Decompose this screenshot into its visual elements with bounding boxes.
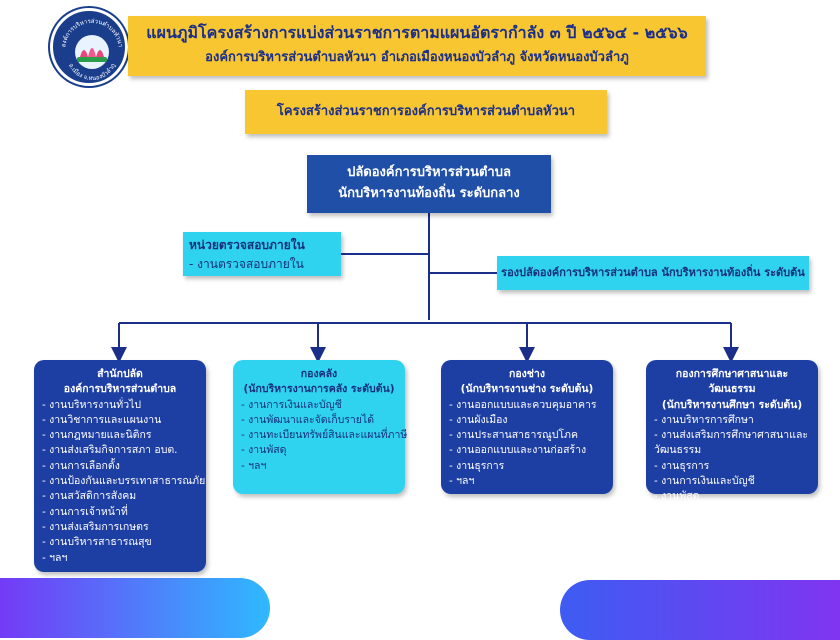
main-title: แผนภูมิโครงสร้างการแบ่งส่วนราชการตามแผนอ… <box>146 23 688 42</box>
dept-item: - งานประสานสาธารณูปโภค <box>449 429 578 442</box>
chief-title: ปลัดองค์การบริหารส่วนตำบล <box>347 165 511 180</box>
dept-title: กองช่าง <box>509 368 545 380</box>
dept-item: - งานบริหารงานทั่วไป <box>42 398 142 411</box>
dept-education: กองการศึกษาศาสนาและวัฒนธรรม (นักบริหารงา… <box>646 360 818 518</box>
dept-title: กองคลัง <box>300 368 338 380</box>
dept-item: - งานการเงินและบัญชี <box>241 398 342 411</box>
dept-item: - งานป้องกันและบรรเทาสาธารณภัย <box>42 475 206 488</box>
dept-item: วัฒนธรรม <box>654 444 702 457</box>
dept-item: - ฯลฯ <box>654 505 680 518</box>
dept-item: - งานการเจ้าหน้าที่ <box>42 505 128 518</box>
organization-name: องค์การบริหารส่วนตำบลหัวนา อำเภอเมืองหนอ… <box>205 50 629 65</box>
dept-engineering: กองช่าง (นักบริหารงานช่าง ระดับต้น) - งา… <box>441 360 613 494</box>
audit-item: - งานตรวจสอบภายใน <box>189 257 304 271</box>
dept-item: - งานกฎหมายและนิติกร <box>42 429 152 442</box>
dept-subtitle: (นักบริหารงานศึกษา ระดับต้น) <box>661 398 803 411</box>
dept-item: - งานส่งเสริมการศึกษาศาสนาและ <box>654 429 809 442</box>
dept-item: - งานทะเบียนทรัพย์สินและแผนที่ภาษี <box>241 429 408 442</box>
dept-subtitle: องค์การบริหารส่วนตำบล <box>63 383 177 396</box>
dept-item: - งานส่งเสริมการเกษตร <box>42 520 149 533</box>
chief-administrator-box: ปลัดองค์การบริหารส่วนตำบล นักบริหารงานท้… <box>307 155 551 213</box>
org-connectors <box>111 213 739 363</box>
dept-item: - งานบริหารสาธารณสุข <box>42 536 152 549</box>
title-banner: แผนภูมิโครงสร้างการแบ่งส่วนราชการตามแผนอ… <box>128 16 706 76</box>
chief-level: นักบริหารงานท้องถิ่น ระดับกลาง <box>338 186 520 201</box>
internal-audit-box: หน่วยตรวจสอบภายใน - งานตรวจสอบภายใน <box>183 232 341 276</box>
organization-logo: องค์การบริหารส่วนตำบลหัวนา อ.เมือง จ.หนอ… <box>50 8 128 86</box>
dept-item: - งานผังเมือง <box>449 413 508 426</box>
dept-item: - งานส่งเสริมกิจการสภา อบต. <box>42 444 178 457</box>
dept-item: - งานสวัสดิการสังคม <box>42 490 137 503</box>
dept-item: - งานธุรการ <box>654 459 710 472</box>
dept-subtitle: (นักบริหารงานช่าง ระดับต้น) <box>460 383 594 396</box>
dept-item: - งานพัสดุ <box>241 444 287 457</box>
dept-office-of-chief: สำนักปลัด องค์การบริหารส่วนตำบล - งานบริ… <box>34 360 206 572</box>
dept-title: กองการศึกษาศาสนาและวัฒนธรรม <box>675 368 789 396</box>
dept-item: - งานออกแบบและงานก่อสร้าง <box>449 444 587 457</box>
dept-item: - งานการเงินและบัญชี <box>654 475 755 488</box>
audit-title: หน่วยตรวจสอบภายใน <box>189 238 305 252</box>
dept-item: - งานพัสดุ <box>654 490 700 503</box>
deputy-chief-box: รองปลัดองค์การบริหารส่วนตำบล นักบริหารงา… <box>497 256 809 290</box>
dept-item: - งานการเลือกตั้ง <box>42 459 120 472</box>
structure-subtitle: โครงสร้างส่วนราชการองค์การบริหารส่วนตำบล… <box>245 90 607 134</box>
dept-item: - ฯลฯ <box>42 551 68 564</box>
dept-item: - งานธุรการ <box>449 459 505 472</box>
dept-item: - งานบริหารการศึกษา <box>654 413 754 426</box>
dept-finance: กองคลัง (นักบริหารงานการคลัง ระดับต้น) -… <box>233 360 408 494</box>
dept-title: สำนักปลัด <box>97 368 143 380</box>
dept-item: - งานวิชาการและแผนงาน <box>42 413 162 426</box>
dept-subtitle: (นักบริหารงานการคลัง ระดับต้น) <box>243 383 395 396</box>
dept-item: - งานพัฒนาและจัดเก็บรายได้ <box>241 413 375 426</box>
dept-item: - งานออกแบบและควบคุมอาคาร <box>449 398 597 411</box>
dept-item: - ฯลฯ <box>449 475 475 488</box>
dept-item: - ฯลฯ <box>241 459 267 472</box>
